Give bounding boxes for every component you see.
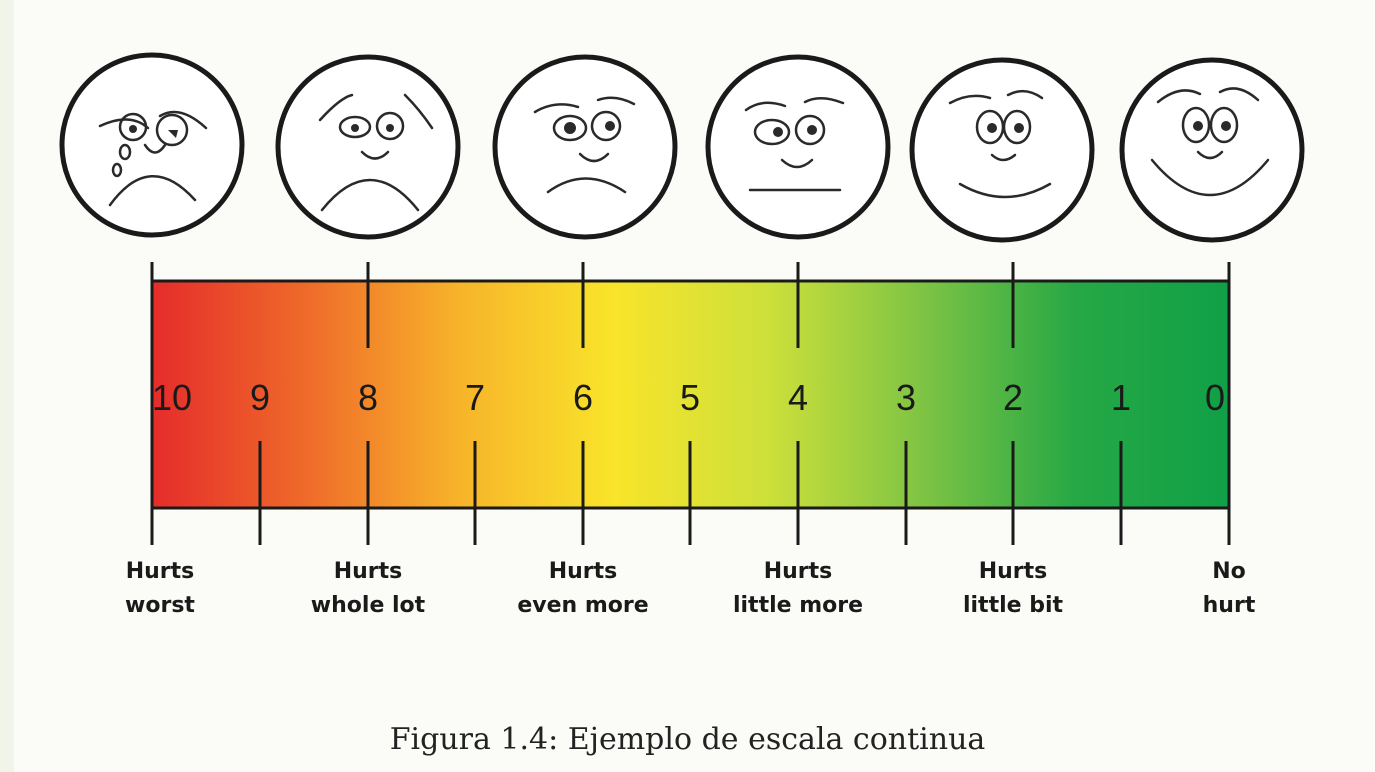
scale-number-10: 10 — [152, 377, 192, 418]
crying-face-icon — [59, 52, 245, 238]
label-6-line2: even more — [517, 593, 648, 618]
label-2-line1: Hurts — [979, 559, 1048, 584]
label-4-line2: little more — [733, 593, 863, 618]
scale-number-0: 0 — [1205, 377, 1225, 418]
scale-number-7: 7 — [465, 377, 485, 418]
scale-number-1: 1 — [1111, 377, 1131, 418]
label-0-line1: No — [1212, 559, 1246, 584]
face-0 — [1119, 57, 1305, 243]
scale-number-3: 3 — [896, 377, 916, 418]
label-10-line2: worst — [125, 593, 195, 618]
scale-number-5: 5 — [680, 377, 700, 418]
neutral-face-icon — [705, 54, 891, 240]
label-2-line2: little bit — [963, 593, 1064, 618]
scale-number-4: 4 — [788, 377, 808, 418]
scale-number-6: 6 — [573, 377, 593, 418]
sad-face-icon — [492, 54, 678, 240]
pain-scale-diagram: 10 9 8 7 6 5 4 3 2 1 0 Hurts worst Hurts… — [59, 52, 1305, 618]
label-4-line1: Hurts — [764, 559, 833, 584]
face-4 — [705, 54, 891, 240]
scale-number-8: 8 — [358, 377, 378, 418]
tick-marks — [150, 262, 1231, 545]
label-8-line1: Hurts — [334, 559, 403, 584]
happy-face-icon — [1119, 57, 1305, 243]
very-sad-face-icon — [275, 54, 461, 240]
label-10-line1: Hurts — [126, 559, 195, 584]
scale-number-9: 9 — [250, 377, 270, 418]
pain-labels: Hurts worst Hurts whole lot Hurts even m… — [125, 559, 1256, 618]
face-2 — [909, 57, 1095, 243]
face-8 — [275, 54, 461, 240]
label-6-line1: Hurts — [549, 559, 618, 584]
face-6 — [492, 54, 678, 240]
figure-caption: Figura 1.4: Ejemplo de escala continua — [389, 722, 986, 757]
face-10 — [59, 52, 245, 238]
label-8-line2: whole lot — [311, 593, 426, 618]
label-0-line2: hurt — [1203, 593, 1256, 618]
scale-numbers: 10 9 8 7 6 5 4 3 2 1 0 — [152, 377, 1225, 418]
scale-number-2: 2 — [1003, 377, 1023, 418]
slight-smile-face-icon — [909, 57, 1095, 243]
